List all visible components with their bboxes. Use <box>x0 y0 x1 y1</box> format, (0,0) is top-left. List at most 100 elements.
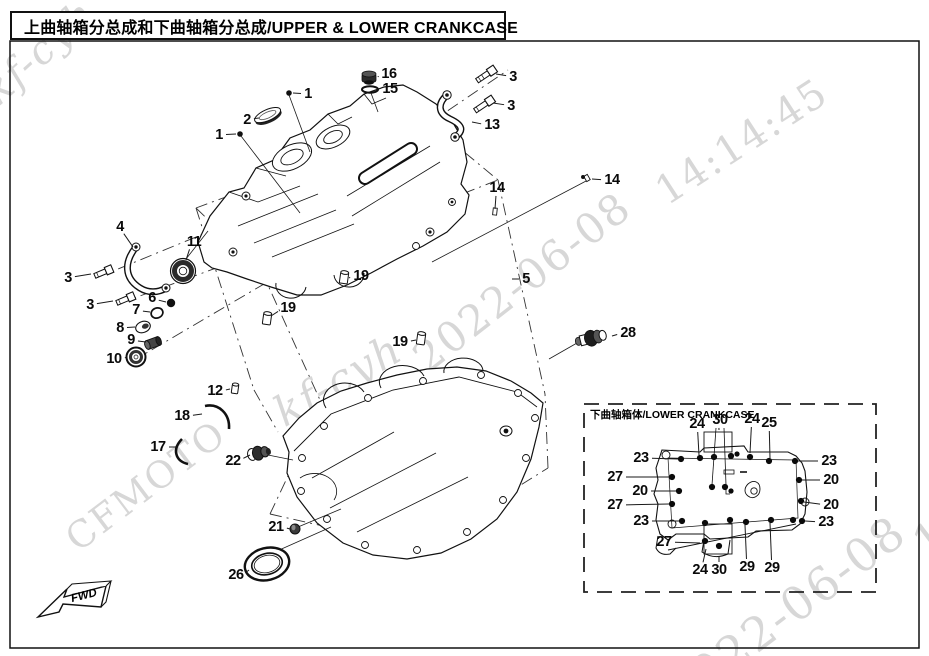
leader-line-28 <box>611 333 618 337</box>
leader-line-14 <box>494 195 497 210</box>
o-ring-part-7 <box>150 307 164 319</box>
callout-label-10: 10 <box>106 351 122 367</box>
leader-line-24 <box>702 548 707 563</box>
callout-label-21: 21 <box>268 519 284 535</box>
callout-label-28: 28 <box>620 325 636 341</box>
callout-label-29: 29 <box>764 560 780 576</box>
sensor-part-28 <box>574 329 607 347</box>
page-border <box>9 40 920 649</box>
bracket-part-4 <box>124 242 171 296</box>
pin-part-12 <box>230 382 240 395</box>
callout-label-7: 7 <box>132 302 140 318</box>
ring-part-18 <box>204 404 231 430</box>
inset-bolt-dots <box>668 451 806 550</box>
leader-line-19 <box>348 276 351 279</box>
pin-parts-14 <box>492 173 591 216</box>
plug-part-22 <box>247 445 271 461</box>
callout-label-11: 11 <box>186 234 202 250</box>
callout-label-23: 23 <box>818 514 834 530</box>
callout-label-19: 19 <box>392 334 408 350</box>
screw-part <box>237 90 292 137</box>
bracket-part-13 <box>436 90 465 142</box>
leader-line-22 <box>243 454 251 459</box>
callout-label-18: 18 <box>174 408 190 424</box>
lower-crankcase-drawing <box>282 357 544 560</box>
callout-label-1: 1 <box>304 86 312 102</box>
bearing-part-10 <box>125 346 147 368</box>
callout-label-16: 16 <box>381 66 397 82</box>
flange-bolt-part <box>93 64 499 306</box>
callout-label-27: 27 <box>607 497 623 513</box>
leader-line-3 <box>74 273 92 278</box>
extension-lines <box>185 92 589 552</box>
callout-label-9: 9 <box>127 332 135 348</box>
leader-line-23 <box>651 457 679 460</box>
leader-line-3 <box>492 102 505 106</box>
leader-line-27 <box>674 541 701 544</box>
callout-label-20: 20 <box>823 472 839 488</box>
callout-label-3: 3 <box>509 69 517 85</box>
leader-line-9 <box>137 340 147 343</box>
leader-line-19 <box>270 310 279 317</box>
callout-label-3: 3 <box>64 270 72 286</box>
callout-label-26: 26 <box>228 567 244 583</box>
callout-label-25: 25 <box>761 415 777 431</box>
leader-line-18 <box>192 413 203 416</box>
callout-label-27: 27 <box>607 469 623 485</box>
callout-label-24: 24 <box>692 562 708 578</box>
plug-part-16 <box>361 70 377 85</box>
bushing-part-9 <box>144 336 162 350</box>
callout-label-20: 20 <box>632 483 648 499</box>
callout-label-14: 14 <box>604 172 620 188</box>
leader-line-29 <box>769 522 773 561</box>
upper-crankcase-drawing <box>197 84 470 299</box>
cover-plate-part <box>254 106 282 125</box>
callout-label-23: 23 <box>821 453 837 469</box>
callout-label-14: 14 <box>489 180 505 196</box>
callout-label-23: 23 <box>633 513 649 529</box>
leader-line-10 <box>124 356 128 359</box>
leader-line-3 <box>495 73 507 77</box>
page-title: 上曲轴箱分总成和下曲轴箱分总成/UPPER & LOWER CRANKCASE <box>24 19 519 37</box>
callout-label-12: 12 <box>207 383 223 399</box>
callout-label-4: 4 <box>116 219 124 235</box>
callout-label-22: 22 <box>225 453 241 469</box>
ring-part-17 <box>174 438 189 466</box>
fwd-arrow <box>35 580 113 619</box>
dowel-pin-parts-19 <box>261 270 427 346</box>
inset-drawing <box>653 427 810 558</box>
o-ring-part-15 <box>361 85 379 94</box>
leader-line-4 <box>123 233 134 248</box>
leader-line-27 <box>625 503 670 506</box>
leader-line-13 <box>471 121 482 125</box>
callout-label-20: 20 <box>823 497 839 513</box>
leader-line-21 <box>286 527 291 530</box>
callout-label-24: 24 <box>689 416 705 432</box>
callout-label-19: 19 <box>280 300 296 316</box>
leader-line-12 <box>225 388 231 391</box>
callout-label-23: 23 <box>633 450 649 466</box>
leader-line-19 <box>410 339 417 342</box>
callout-label-19: 19 <box>353 268 369 284</box>
leader-line-1 <box>225 133 237 136</box>
ball-part-6 <box>166 298 176 308</box>
leader-line-6 <box>158 299 167 303</box>
callout-label-5: 5 <box>522 271 530 287</box>
callout-label-15: 15 <box>382 81 398 97</box>
callout-label-13: 13 <box>484 117 500 133</box>
plug-part-8 <box>135 320 151 334</box>
leader-line-11 <box>185 249 191 261</box>
leader-line-7 <box>142 310 151 313</box>
callout-label-24: 24 <box>744 411 760 427</box>
callout-label-8: 8 <box>116 320 124 336</box>
callout-label-3: 3 <box>86 297 94 313</box>
inset-title: 下曲轴箱体/LOWER CRANKCASE <box>590 409 755 421</box>
callout-label-6: 6 <box>148 290 156 306</box>
leader-line-23 <box>804 520 816 523</box>
leader-line-29 <box>744 524 747 560</box>
callout-label-29: 29 <box>739 559 755 575</box>
leader-line-26 <box>245 569 250 573</box>
